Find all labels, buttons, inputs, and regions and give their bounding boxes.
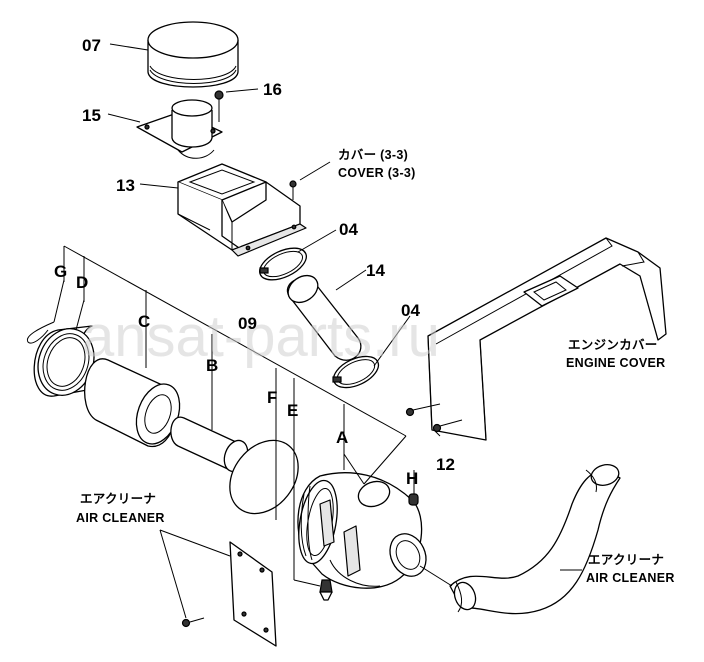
leader-lines: [53, 43, 582, 619]
part-04-lower-clamp: [332, 355, 380, 389]
label-c: C: [138, 312, 150, 331]
caption-engine-cover-en: ENGINE COVER: [566, 356, 665, 370]
part-h-indicator: [408, 493, 419, 506]
engine-cover: [427, 237, 667, 441]
watermark-text: ansat-parts.ru: [82, 304, 440, 369]
label-13: 13: [116, 176, 135, 195]
part-14-hose: [286, 274, 362, 361]
part-d-cover: [33, 325, 99, 397]
caption-air-cleaner-right-jp: エアクリーナ: [588, 553, 664, 567]
bracket-plate: [181, 541, 277, 647]
caption-air-cleaner-left-jp: エアクリーナ: [80, 492, 156, 506]
label-a: A: [336, 428, 348, 447]
label-15: 15: [82, 106, 101, 125]
part-15-adapter-plate: [136, 99, 223, 159]
air-cleaner-hose: [449, 464, 621, 615]
caption-cover-jp: カバー (3-3): [338, 148, 408, 162]
part-c-outer-element: [84, 358, 181, 447]
label-f: F: [267, 388, 277, 407]
label-h: H: [406, 469, 418, 488]
part-b-inner-element: [170, 416, 249, 473]
label-d: D: [76, 273, 88, 292]
part-e-valve: [319, 579, 333, 601]
part-04-upper-clamp: [259, 247, 307, 281]
part-16-bolt: [214, 90, 224, 122]
label-04-upper: 04: [339, 220, 358, 239]
label-b: B: [206, 356, 218, 375]
part-13-intake-duct: [177, 163, 307, 257]
label-g: G: [54, 262, 67, 281]
label-e: E: [287, 401, 298, 420]
part-f-gasket: [229, 439, 299, 515]
part-07-precleaner-cap: [147, 21, 239, 88]
caption-air-cleaner-left-en: AIR CLEANER: [76, 511, 165, 525]
part-12-bolts: [405, 403, 463, 433]
part-a-air-cleaner-body: [297, 472, 427, 589]
label-07: 07: [82, 36, 101, 55]
label-14: 14: [366, 261, 385, 280]
label-04-lower: 04: [401, 301, 420, 320]
cover-bolt: [289, 180, 297, 200]
label-12: 12: [436, 455, 455, 474]
label-09: 09: [238, 314, 257, 333]
caption-cover-en: COVER (3-3): [338, 166, 416, 180]
caption-air-cleaner-right-en: AIR CLEANER: [586, 571, 675, 585]
label-16: 16: [263, 80, 282, 99]
caption-engine-cover-jp: エンジンカバー: [568, 338, 658, 352]
part-g-ring: [26, 321, 55, 344]
